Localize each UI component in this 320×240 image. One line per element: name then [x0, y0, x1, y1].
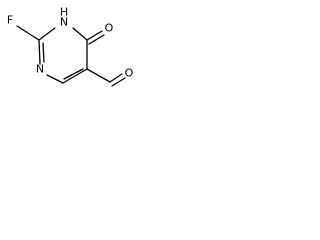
bond-n1-c6 — [72, 27, 88, 41]
bond-cho-o-2 — [111, 77, 126, 87]
bond-c6-o-2 — [88, 34, 105, 45]
bond-c4-n3 — [46, 74, 64, 84]
atom-n1: N — [60, 16, 68, 29]
atom-n1-hydrogen: H — [60, 6, 68, 19]
atom-carbonyl-oxygen: O — [105, 22, 114, 35]
bond-c5-cho — [86, 68, 111, 83]
bond-c5-c4-inner — [63, 68, 84, 80]
atom-labels: F H N N O O — [7, 6, 134, 80]
structure-diagram: F H N N O O — [7, 6, 134, 87]
bond-f-c2 — [16, 25, 40, 41]
bond-c2-n1 — [38, 27, 56, 41]
atom-fluorine: F — [7, 14, 13, 27]
bond-n3-c2 — [38, 39, 41, 65]
bonds — [16, 25, 126, 87]
atom-aldehyde-oxygen: O — [125, 67, 134, 80]
bond-c6-o-1 — [86, 30, 103, 41]
atom-n3: N — [36, 63, 44, 76]
bond-cho-o-1 — [109, 73, 123, 83]
bond-n3-c2-inner — [42, 42, 45, 63]
bond-c5-c4 — [62, 68, 88, 84]
